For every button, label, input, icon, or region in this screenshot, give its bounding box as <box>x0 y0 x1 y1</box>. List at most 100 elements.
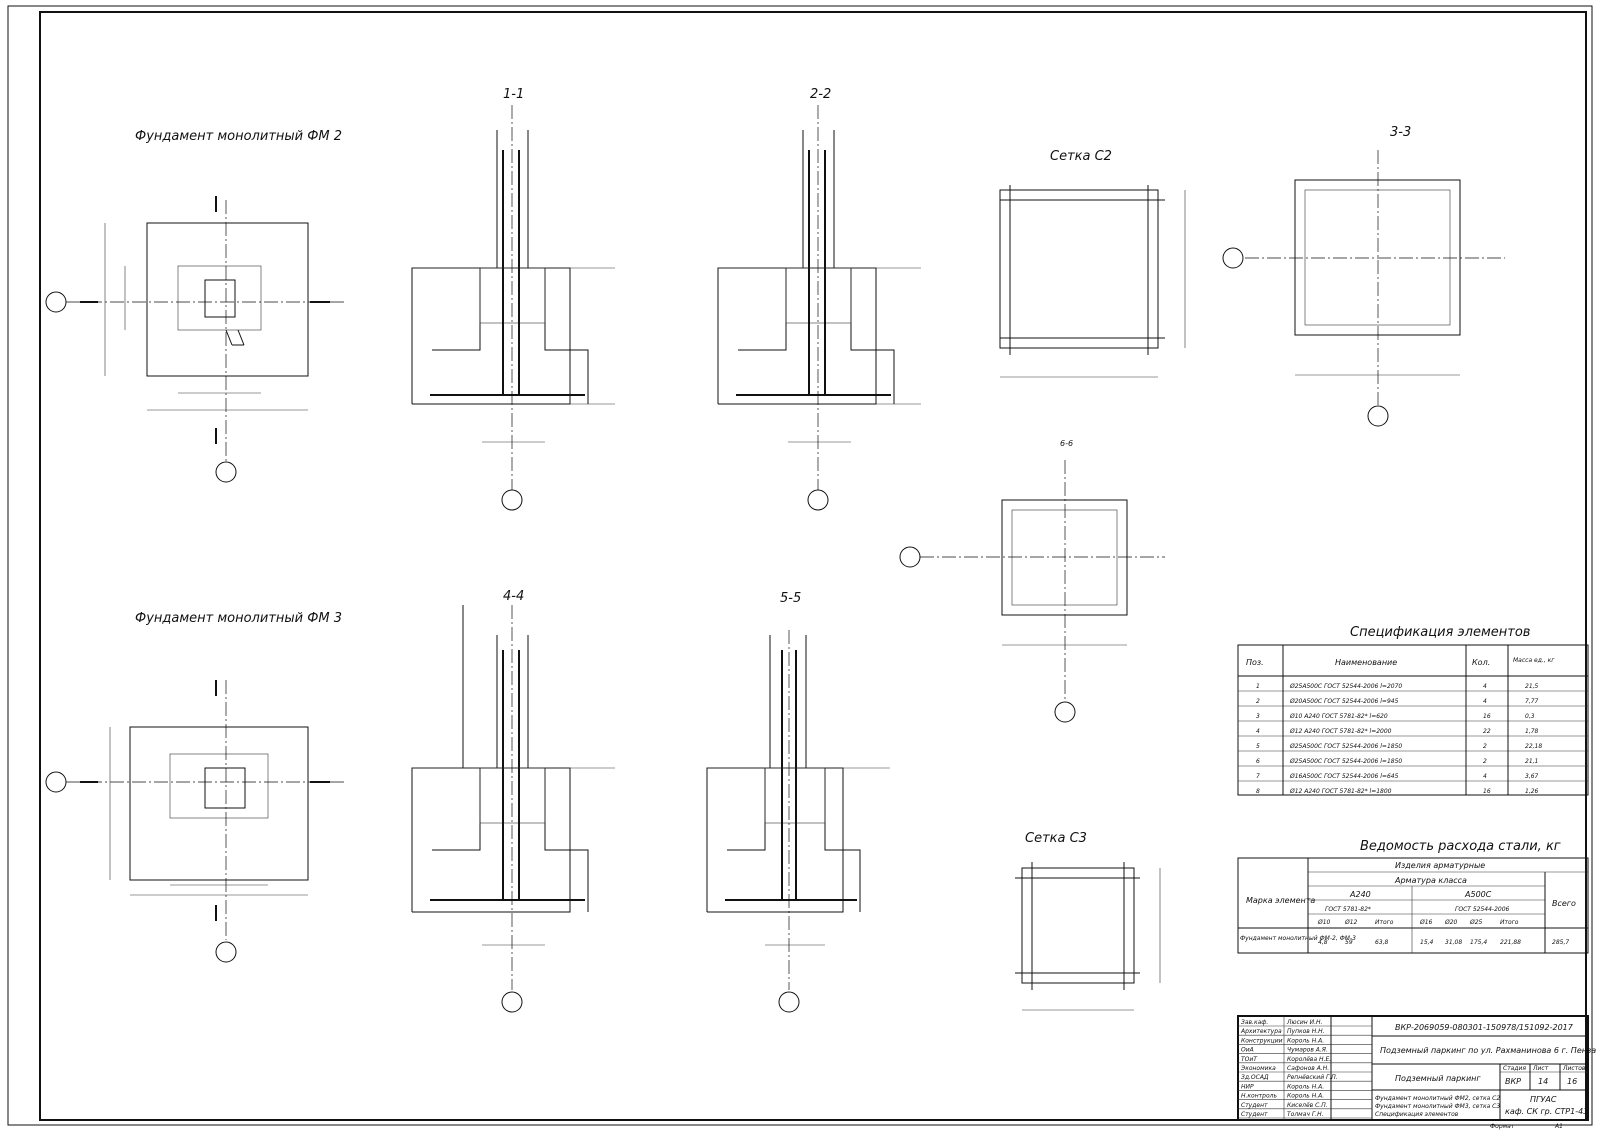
stamp-role: Экономика <box>1240 1065 1276 1072</box>
spec-cell: 16 <box>1483 713 1491 720</box>
fm3-title: Фундамент монолитный ФМ 3 <box>135 611 342 626</box>
svg-text:Масса ед., кг: Масса ед., кг <box>1513 657 1555 664</box>
spec-cell: 21,1 <box>1525 758 1538 765</box>
section-2-2: 2-2 <box>717 87 921 511</box>
spec-cell: 5 <box>1256 743 1260 750</box>
stamp-person: Киселёв С.П. <box>1287 1102 1328 1109</box>
spec-cell: 22 <box>1483 728 1491 735</box>
steel-value: 175,4 <box>1470 939 1487 946</box>
svg-text:А500С: А500С <box>1464 890 1492 899</box>
axis-marker <box>501 489 523 511</box>
spec-cell: 1 <box>1256 683 1260 690</box>
steel-value: 221,88 <box>1500 939 1521 946</box>
axis-marker <box>1054 701 1076 723</box>
svg-text:Фундамент монолитный ФМ3, сетк: Фундамент монолитный ФМ3, сетка С3 <box>1375 1103 1500 1110</box>
section-4-4-title: 4-4 <box>503 589 524 604</box>
section-6-6-title: 6-6 <box>1060 439 1073 448</box>
svg-text:Арматура класса: Арматура класса <box>1394 876 1467 885</box>
svg-text:16: 16 <box>1567 1077 1577 1086</box>
svg-text:Лист: Лист <box>1532 1065 1549 1072</box>
spec-cell: 4 <box>1483 773 1487 780</box>
stamp-role: Зд.ОСАД <box>1241 1074 1269 1081</box>
steel-sub-header: Ø10 <box>1317 919 1331 926</box>
stamp-role: Архитектура <box>1240 1028 1282 1035</box>
spec-table-title: Спецификация элементов <box>1350 625 1530 640</box>
spec-cell: 3,67 <box>1525 773 1539 780</box>
svg-text:Листов: Листов <box>1562 1065 1586 1072</box>
steel-value: 59 <box>1345 939 1353 946</box>
stamp-role: ОиА <box>1241 1047 1254 1054</box>
spec-cell: 21,5 <box>1525 683 1539 690</box>
stamp-person: Король Н.А. <box>1287 1093 1324 1100</box>
spec-cell: 6 <box>1256 758 1260 765</box>
axis-marker <box>807 489 829 511</box>
steel-sub-headers: Ø10 Ø12 Итого Ø16 Ø20 Ø25 Итого <box>1317 919 1519 926</box>
axis-marker <box>778 991 800 1013</box>
spec-rows: 1 Ø25А500С ГОСТ 52544-2006 l=2070 4 21,5 2 Ø2… <box>1256 683 1542 795</box>
svg-text:Спецификация элементов: Спецификация элементов <box>1375 1111 1459 1118</box>
steel-sub-header: Итого <box>1500 919 1519 926</box>
stamp-person: Толмач Г.Н. <box>1287 1111 1324 1118</box>
section-1-1: 1-1 <box>411 87 615 511</box>
spec-cell: Ø12 А240 ГОСТ 5781-82* l=1800 <box>1289 788 1392 795</box>
steel-value: 31,08 <box>1445 939 1462 946</box>
stamp-person: Чумаров А.Я. <box>1287 1047 1328 1054</box>
section-4-4: 4-4 <box>411 589 615 1013</box>
section-2-2-title: 2-2 <box>810 87 831 102</box>
section-5-5-title: 5-5 <box>780 591 801 606</box>
object-name: Подземный паркинг <box>1395 1074 1481 1083</box>
axis-marker <box>899 546 921 568</box>
spec-cell: 2 <box>1483 743 1487 750</box>
stamp-role: Зав.каф. <box>1241 1019 1268 1026</box>
spec-cell: Ø12 А240 ГОСТ 5781-82* l=2000 <box>1289 728 1392 735</box>
section-6-6: 6-6 <box>899 439 1165 723</box>
spec-cell: 4 <box>1483 698 1487 705</box>
stamp-role: Н.контроль <box>1241 1093 1277 1100</box>
steel-value: 15,4 <box>1420 939 1434 946</box>
steel-sub-header: Ø12 <box>1344 919 1358 926</box>
svg-text:ГОСТ 52544-2006: ГОСТ 52544-2006 <box>1455 906 1510 913</box>
steel-sub-header: Ø20 <box>1444 919 1458 926</box>
stamp-role: Студент <box>1241 1111 1268 1118</box>
spec-cell: 7 <box>1256 773 1260 780</box>
svg-text:Стадия: Стадия <box>1503 1065 1526 1072</box>
stamp-person: Репнёвский Г.П. <box>1287 1074 1338 1081</box>
svg-text:Всего: Всего <box>1552 899 1576 908</box>
axis-marker <box>215 461 237 483</box>
steel-sub-header: Ø16 <box>1419 919 1433 926</box>
steel-sub-header: Ø25 <box>1469 919 1483 926</box>
stamp-person: Люсин И.Н. <box>1286 1019 1322 1026</box>
spec-cell: 2 <box>1483 758 1487 765</box>
stamp-role: НИР <box>1241 1083 1254 1090</box>
stamp-person: Король Н.А. <box>1287 1037 1324 1044</box>
spec-cell: 8 <box>1256 788 1260 795</box>
stamp-person: Король Н.А. <box>1287 1083 1324 1090</box>
spec-cell: Ø20А500С ГОСТ 52544-2006 l=945 <box>1289 698 1399 705</box>
steel-value: 4,8 <box>1318 939 1328 946</box>
spec-cell: 4 <box>1256 728 1260 735</box>
spec-cell: 7,77 <box>1525 698 1539 705</box>
steel-value: 285,7 <box>1552 939 1569 946</box>
spec-cell: 3 <box>1256 713 1260 720</box>
svg-text:Марка элемента: Марка элемента <box>1246 896 1315 905</box>
axis-marker <box>215 941 237 963</box>
spec-cell: Ø25А500С ГОСТ 52544-2006 l=2070 <box>1289 683 1402 690</box>
axis-marker <box>501 991 523 1013</box>
svg-text:Поз.: Поз. <box>1246 658 1264 667</box>
svg-text:Наименование: Наименование <box>1335 658 1397 667</box>
svg-text:ПГУАС: ПГУАС <box>1530 1095 1557 1104</box>
steel-sub-header: Итого <box>1375 919 1394 926</box>
fm2-title: Фундамент монолитный ФМ 2 <box>135 129 342 144</box>
steel-table-title: Ведомость расхода стали, кг <box>1360 839 1561 854</box>
stamp-person: Королёва Н.Е. <box>1287 1056 1331 1063</box>
section-5-5: 5-5 <box>706 591 890 1013</box>
spec-cell: 16 <box>1483 788 1491 795</box>
svg-text:ВКР: ВКР <box>1505 1077 1521 1086</box>
svg-text:Кол.: Кол. <box>1472 658 1490 667</box>
